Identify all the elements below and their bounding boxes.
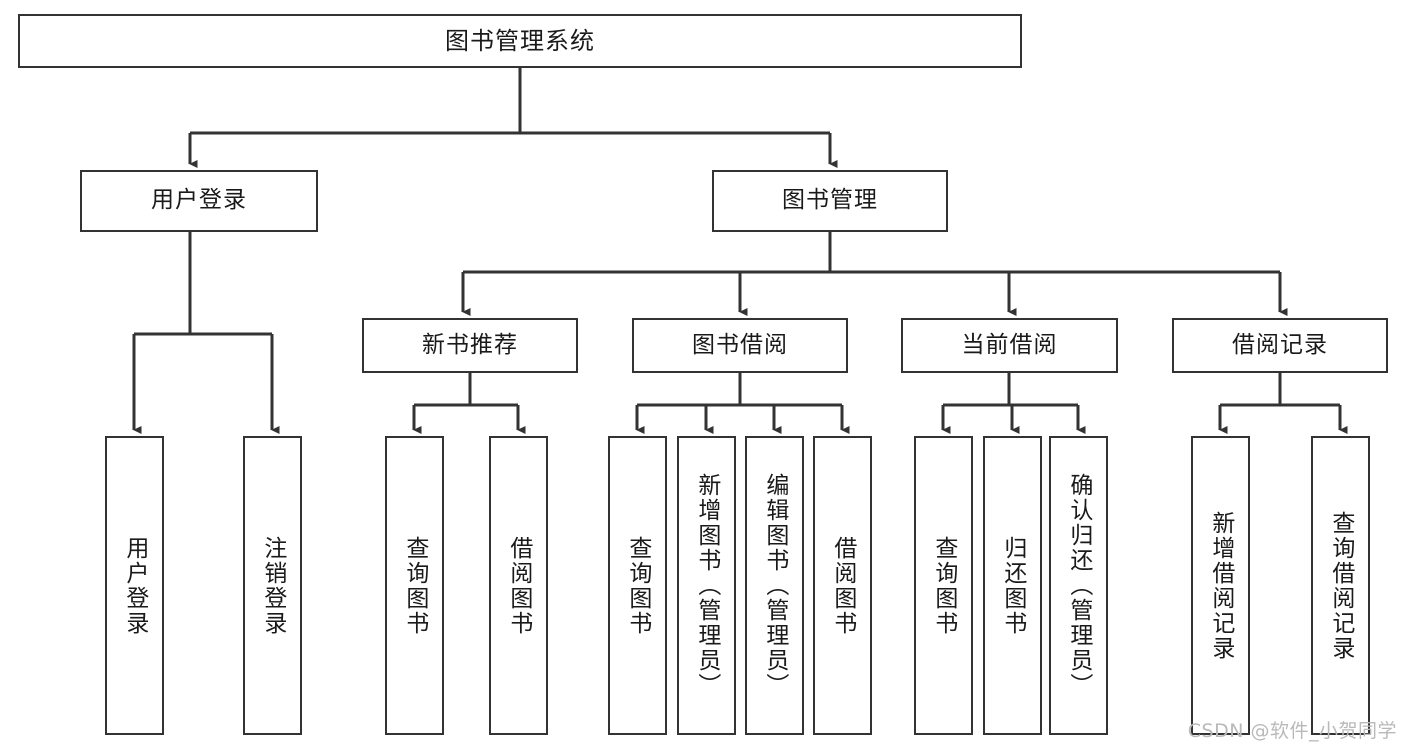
leaf-borrow-record-add[interactable]: 新增借阅记录	[1191, 436, 1250, 735]
node-book-borrow[interactable]: 图书借阅	[632, 318, 848, 373]
leaf-user-login-signin[interactable]: 用户登录	[105, 436, 164, 735]
node-label: 编辑图书（管理员）	[761, 473, 788, 698]
node-label: 新书推荐	[422, 331, 518, 358]
leaf-current-borrow-query[interactable]: 查询图书	[914, 436, 973, 735]
node-label: 借阅记录	[1232, 331, 1328, 358]
node-label: 查询图书	[930, 535, 957, 636]
leaf-borrow-record-query[interactable]: 查询借阅记录	[1311, 436, 1370, 735]
node-label: 注销登录	[259, 535, 286, 636]
node-label: 借阅图书	[505, 535, 532, 636]
node-label: 借阅图书	[829, 535, 856, 636]
leaf-book-borrow-add[interactable]: 新增图书（管理员）	[677, 436, 736, 735]
leaf-current-borrow-return[interactable]: 归还图书	[983, 436, 1042, 735]
leaf-current-borrow-confirm-return[interactable]: 确认归还（管理员）	[1049, 436, 1108, 735]
leaf-new-book-borrow[interactable]: 借阅图书	[489, 436, 548, 735]
node-label: 查询图书	[401, 535, 428, 636]
node-user-login[interactable]: 用户登录	[80, 170, 318, 232]
node-current-borrow[interactable]: 当前借阅	[901, 318, 1118, 373]
node-root-system[interactable]: 图书管理系统	[18, 14, 1022, 68]
node-borrow-record[interactable]: 借阅记录	[1172, 318, 1388, 373]
node-label: 用户登录	[121, 535, 148, 636]
node-book-management[interactable]: 图书管理	[712, 170, 948, 232]
node-label: 图书借阅	[692, 331, 788, 358]
node-new-book-recommend[interactable]: 新书推荐	[362, 318, 578, 373]
node-label: 查询借阅记录	[1327, 510, 1354, 661]
leaf-user-login-signout[interactable]: 注销登录	[243, 436, 302, 735]
node-label: 图书管理系统	[445, 26, 595, 55]
node-label: 新增借阅记录	[1207, 510, 1234, 661]
leaf-new-book-query[interactable]: 查询图书	[385, 436, 444, 735]
node-label: 查询图书	[624, 535, 651, 636]
node-label: 用户登录	[151, 187, 247, 214]
leaf-book-borrow-edit[interactable]: 编辑图书（管理员）	[745, 436, 804, 735]
node-label: 归还图书	[999, 535, 1026, 636]
node-label: 当前借阅	[961, 331, 1058, 358]
node-label: 图书管理	[782, 187, 878, 214]
leaf-book-borrow-query[interactable]: 查询图书	[608, 436, 667, 735]
leaf-book-borrow-lend[interactable]: 借阅图书	[813, 436, 872, 735]
watermark-text: CSDN @软件_小贺同学	[1187, 720, 1397, 742]
node-label: 确认归还（管理员）	[1065, 473, 1092, 698]
node-label: 新增图书（管理员）	[693, 473, 720, 698]
